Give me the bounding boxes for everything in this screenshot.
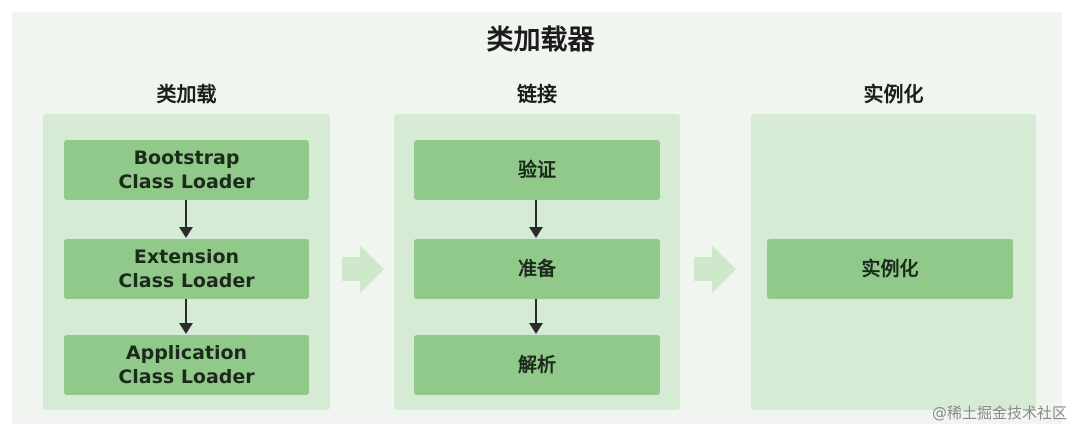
column-heading-linking: 链接 <box>517 82 557 106</box>
box-line: Class Loader <box>118 171 255 193</box>
box-line: 验证 <box>517 159 556 181</box>
chevron-right-icon <box>342 245 384 293</box>
box-line: Application <box>125 342 248 364</box>
chevron-right-icon <box>694 245 736 293</box>
box-application-class-loader: Application Class Loader <box>64 335 309 395</box>
arrow-down-icon <box>529 200 543 238</box>
box-bootstrap-class-loader: Bootstrap Class Loader <box>64 140 309 200</box>
box-line: 实例化 <box>861 258 919 280</box>
watermark: @稀土掘金技术社区 <box>931 404 1067 422</box>
box-extension-class-loader: Extension Class Loader <box>64 239 309 299</box>
arrow-down-icon <box>179 299 193 334</box>
arrow-down-icon <box>529 299 543 334</box>
box-line: Class Loader <box>118 270 255 292</box>
box-line: Class Loader <box>118 366 255 388</box>
box-line: Bootstrap <box>133 147 240 169</box>
box-prepare: 准备 <box>414 239 660 299</box>
box-resolve: 解析 <box>414 335 660 395</box>
box-verify: 验证 <box>414 140 660 200</box>
column-heading-instantiation: 实例化 <box>863 82 924 106</box>
box-line: 解析 <box>517 354 556 376</box>
box-line: Extension <box>133 246 240 268</box>
arrow-down-icon <box>179 200 193 238</box>
column-heading-class-loading: 类加载 <box>156 82 217 106</box>
box-line: 准备 <box>517 258 556 280</box>
box-instantiate: 实例化 <box>767 239 1013 299</box>
diagram-title: 类加载器 <box>486 25 595 56</box>
